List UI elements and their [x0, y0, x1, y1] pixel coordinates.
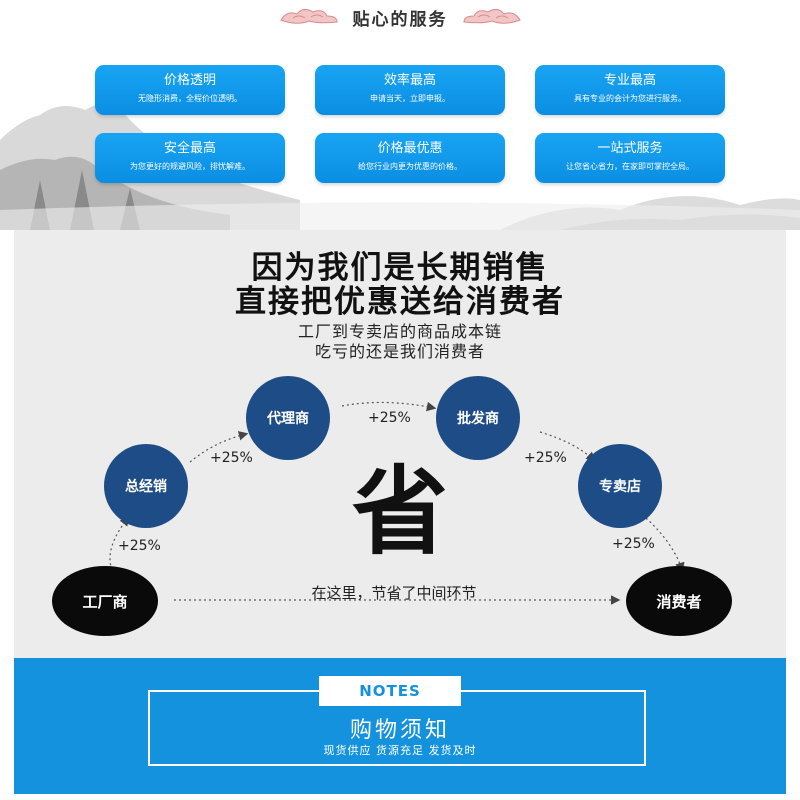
markup-label: +25% [612, 536, 655, 552]
arrow-general-to-agent [189, 431, 249, 463]
node-wholesaler: 批发商 [436, 376, 520, 460]
notes-badge: NOTES [319, 676, 461, 706]
service-card-title: 安全最高 [163, 141, 216, 156]
service-card-desc: 具有专业的会计为您进行服务。 [574, 94, 686, 103]
arrow-factory-to-general [109, 516, 130, 571]
node-consumer: 消费者 [626, 566, 732, 636]
services-title-row: 贴心的服务 [0, 2, 800, 32]
service-card-title: 价格最优惠 [377, 141, 443, 156]
notes-subtitle: 现货供应 货源充足 发货及时 [323, 744, 477, 757]
markup-label: +25% [368, 410, 411, 426]
service-card-title: 一站式服务 [597, 141, 663, 156]
middle-note: 在这里，节省了中间环节 [311, 584, 477, 602]
services-section: 贴心的服务 价格透明 无隐形消费，全程价位透明。 效率最高 申请当天，立即申报。… [0, 0, 800, 230]
notes-title: 购物须知 [349, 718, 450, 743]
arrow-store-to-consumer [645, 517, 685, 573]
service-card-title: 专业最高 [603, 73, 656, 88]
services-title: 贴心的服务 [352, 9, 448, 30]
service-card-best-price[interactable]: 价格最优惠 给您行业内更为优惠的价格。 [315, 133, 505, 183]
subheadline-line-1: 工厂到专卖店的商品成本链 [297, 322, 502, 341]
service-card-desc: 让您省心省力，在家即可掌控全局。 [566, 162, 694, 171]
service-card-desc: 为您更好的规避风险，排忧解难。 [130, 162, 250, 171]
node-factory: 工厂商 [52, 566, 158, 636]
service-card-professional[interactable]: 专业最高 具有专业的会计为您进行服务。 [535, 65, 725, 115]
markup-label: +25% [210, 450, 253, 466]
markup-label: +25% [524, 450, 567, 466]
supply-chain-section: 因为我们是长期销售 直接把优惠送给消费者 工厂到专卖店的商品成本链 吃亏的还是我… [14, 230, 786, 658]
cloud-ornament-right-icon [462, 8, 521, 24]
markup-label: +25% [118, 538, 161, 554]
arrow-agent-to-wholesaler [341, 401, 437, 412]
node-agent: 代理商 [246, 376, 330, 460]
subheadline-line-2: 吃亏的还是我们消费者 [314, 342, 485, 361]
headline-line-1: 因为我们是长期销售 [251, 250, 549, 286]
service-card-title: 价格透明 [163, 73, 216, 88]
notes-section: NOTES 购物须知 现货供应 货源充足 发货及时 [14, 658, 786, 794]
service-card-desc: 申请当天，立即申报。 [370, 94, 450, 103]
cloud-ornament-left-icon [279, 8, 338, 24]
headline-line-2: 直接把优惠送给消费者 [235, 284, 565, 320]
service-card-one-stop[interactable]: 一站式服务 让您省心省力，在家即可掌控全局。 [535, 133, 725, 183]
service-card-desc: 无隐形消费，全程价位透明。 [138, 94, 242, 103]
service-card-safety[interactable]: 安全最高 为您更好的规避风险，排忧解难。 [95, 133, 285, 183]
service-card-price-transparency[interactable]: 价格透明 无隐形消费，全程价位透明。 [95, 65, 285, 115]
node-general-distributor: 总经销 [104, 444, 188, 528]
service-card-title: 效率最高 [383, 73, 436, 88]
service-card-efficiency[interactable]: 效率最高 申请当天，立即申报。 [315, 65, 505, 115]
node-store: 专卖店 [578, 444, 662, 528]
save-character: 省 [352, 456, 448, 568]
service-card-desc: 给您行业内更为优惠的价格。 [358, 162, 462, 171]
